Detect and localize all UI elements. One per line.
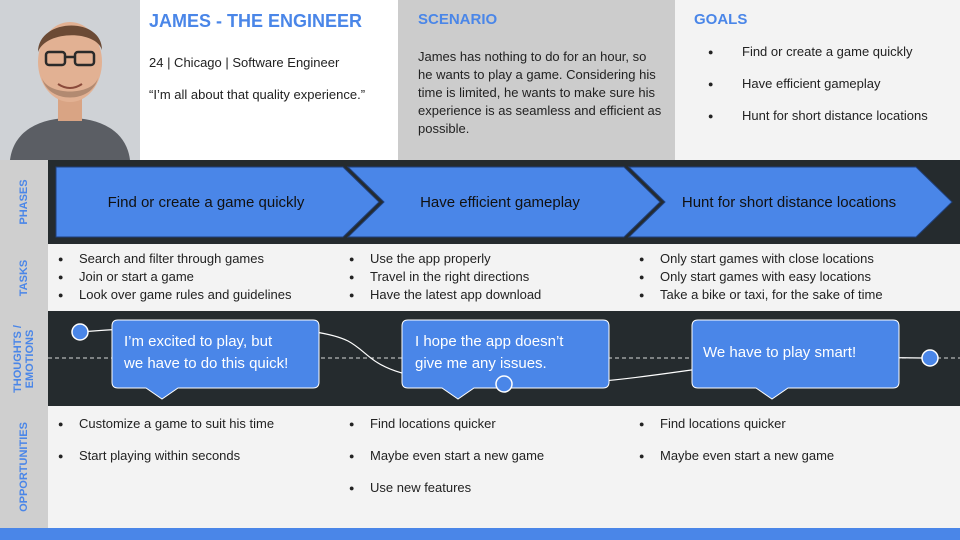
phase-arrow-3 [627,166,953,238]
task-item: Have the latest app download [339,286,541,304]
opportunities-column-1: Customize a game to suit his time Start … [48,415,274,479]
opportunities-column-2: Find locations quicker Maybe even start … [339,415,544,511]
scenario-heading: SCENARIO [418,11,498,28]
thought-line: We have to play smart! [703,344,857,361]
phase-label: Have efficient gameplay [420,193,580,211]
phase-label: Hunt for short distance locations [681,193,897,211]
row-label-line: THOUGHTS / [12,324,24,393]
task-item: Only start games with easy locations [629,268,883,286]
row-label-text: PHASES [18,179,30,225]
persona-photo [0,0,140,160]
thought-bubble-3 [691,319,900,400]
tasks-column-3: Only start games with close locations On… [629,250,883,304]
opportunity-item: Find locations quicker [339,415,544,447]
row-label-phases: PHASES [0,160,48,244]
persona-quote: “I’m all about that quality experience.” [149,87,366,102]
task-item: Join or start a game [48,268,291,286]
row-label-text: TASKS [18,259,30,296]
scenario-text: James has nothing to do for an hour, so … [418,49,662,136]
tasks-column-1: Search and filter through games Join or … [48,250,291,304]
row-label-text: THOUGHTS /EMOTIONS [12,325,36,393]
phase-arrows [55,166,953,238]
phase-label: Find or create a game quickly [107,193,305,211]
thought-bubble-1 [111,319,320,400]
task-item: Use the app properly [339,250,541,268]
task-item: Take a bike or taxi, for the sake of tim… [629,286,883,304]
row-label-thoughts: THOUGHTS /EMOTIONS [0,311,48,406]
emotion-point [495,375,513,393]
goals-card: GOALS Find or create a game quickly Have… [675,0,960,160]
goal-item: Hunt for short distance locations [675,108,928,140]
footer-accent-bar [0,528,960,540]
persona-card: JAMES - THE ENGINEER 24 | Chicago | Soft… [140,0,398,160]
goals-heading: GOALS [694,11,748,28]
emotion-point [921,349,939,367]
task-item: Only start games with close locations [629,250,883,268]
row-label-tasks: TASKS [0,244,48,311]
row-label-text: OPPORTUNITIES [18,422,30,512]
thought-text-3: We have to play smart! [703,342,856,364]
emotion-point [71,323,89,341]
persona-meta: 24 | Chicago | Software Engineer [149,55,340,70]
thought-line: I hope the app doesn’t [415,333,564,350]
goals-list: Find or create a game quickly Have effic… [675,44,928,140]
thought-line: we have to do this quick! [124,355,289,372]
persona-name: JAMES - THE ENGINEER [149,11,363,31]
opportunity-item: Maybe even start a new game [339,447,544,479]
phase-arrow-2 [346,166,661,238]
row-label-opportunities: OPPORTUNITIES [0,406,48,528]
opportunity-item: Maybe even start a new game [629,447,834,479]
emotion-journey [48,319,960,400]
thought-text-2: I hope the app doesn’t give me any issue… [415,331,563,375]
goal-item: Find or create a game quickly [675,44,928,76]
scenario-card: SCENARIO James has nothing to do for an … [398,0,675,160]
opportunity-item: Use new features [339,479,544,511]
opportunity-item: Customize a game to suit his time [48,415,274,447]
thought-line: give me any issues. [415,355,547,372]
goal-item: Have efficient gameplay [675,76,928,108]
task-item: Look over game rules and guidelines [48,286,291,304]
thought-bubble-2 [401,319,610,400]
task-item: Travel in the right directions [339,268,541,286]
row-label-line: EMOTIONS [24,329,36,388]
opportunities-column-3: Find locations quicker Maybe even start … [629,415,834,479]
thought-text-1: I’m excited to play, but we have to do t… [124,331,288,375]
thought-line: I’m excited to play, but [124,333,273,350]
task-item: Search and filter through games [48,250,291,268]
opportunity-item: Find locations quicker [629,415,834,447]
phase-arrow-1 [55,166,380,238]
opportunity-item: Start playing within seconds [48,447,274,479]
tasks-column-2: Use the app properly Travel in the right… [339,250,541,304]
